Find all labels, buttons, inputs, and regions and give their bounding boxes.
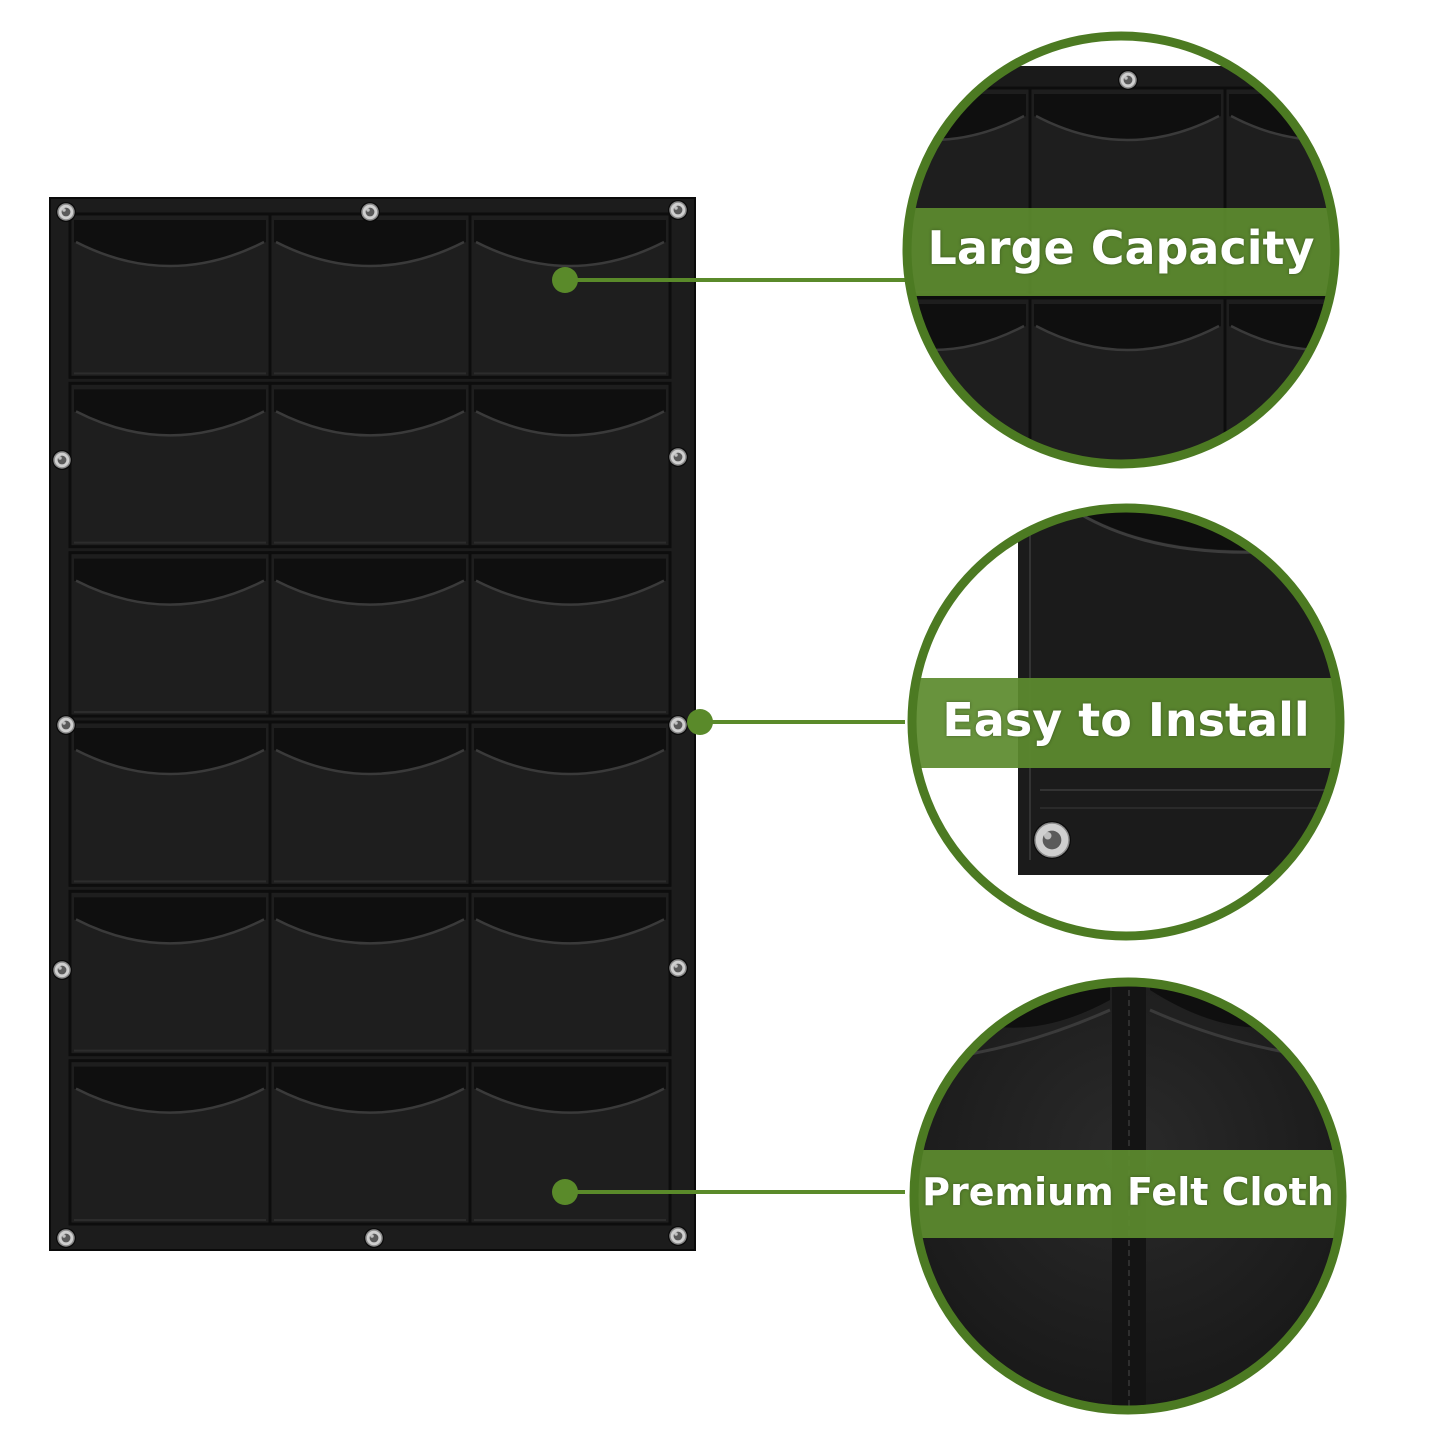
pocket [68,212,272,379]
pocket [468,212,672,379]
grommet [668,447,688,467]
label-banner [907,208,1335,296]
label-banner [912,678,1340,768]
pocket [468,381,672,549]
zoom-circle-easy-to-install [907,503,1345,941]
grommet [52,960,72,980]
connector-dot [687,709,713,735]
grommet [52,450,72,470]
callout-label-large-capacity: Large Capacity [927,221,1315,275]
zoom-content [907,36,1335,464]
pocket [468,551,672,718]
grommet [56,715,76,735]
grommet [668,1226,688,1246]
pocket [468,720,672,887]
pocket [268,889,472,1057]
zoom-circle-large-capacity [902,31,1340,469]
planter-bag [49,197,696,1251]
pocket [268,381,472,549]
pocket [68,1059,272,1226]
pocket [468,889,672,1057]
pocket [268,720,472,887]
grommet [364,1228,384,1248]
pocket [268,212,472,379]
pocket [907,296,1032,464]
grommet [1033,821,1071,859]
grommet [668,715,688,735]
zoom-ring [909,977,1347,1415]
pocket [68,381,272,549]
zoom-ring [902,31,1340,469]
pocket [68,551,272,718]
label-banner [914,1150,1342,1238]
pocket [268,1059,472,1226]
grommet [668,200,688,220]
pocket [68,889,272,1057]
grommet [56,1228,76,1248]
zoom-content [912,508,1340,936]
callout-connectors [552,267,905,1205]
grommet [360,202,380,222]
pocket [1028,296,1227,464]
pocket [268,551,472,718]
callout-label-easy-to-install: Easy to Install [942,693,1310,747]
grommet [1118,70,1138,90]
pocket [68,720,272,887]
grommet [668,958,688,978]
callout-label-premium-felt-cloth: Premium Felt Cloth [922,1170,1334,1214]
grommet [56,202,76,222]
zoom-ring [907,503,1345,941]
connector-dot [552,267,578,293]
connector-dot [552,1179,578,1205]
